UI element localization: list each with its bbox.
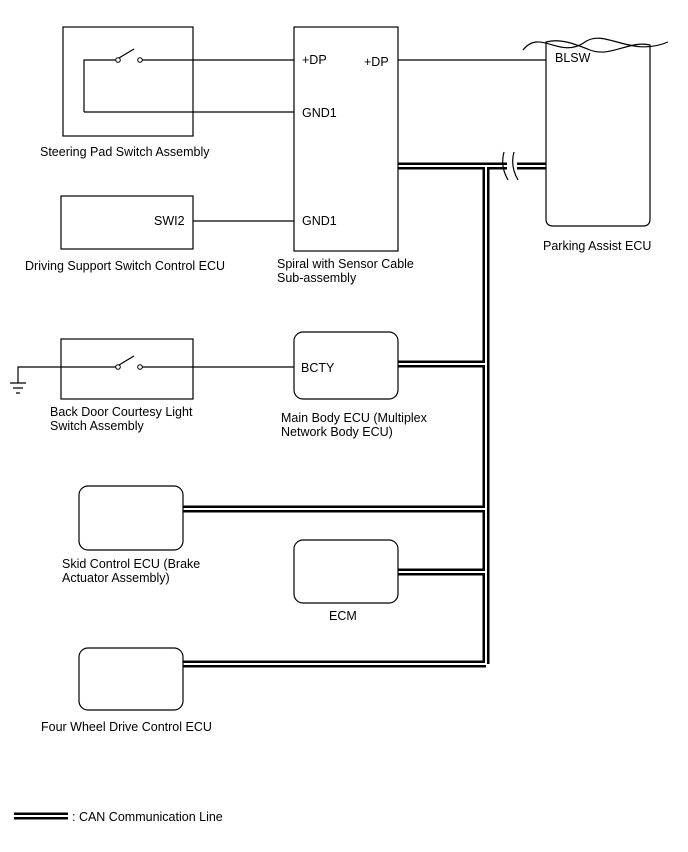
switch-blade: [118, 48, 135, 59]
steering-pad-internal-wire: [83, 59, 193, 112]
steering-pad-label: Steering Pad Switch Assembly: [40, 145, 210, 159]
main-body-ecu: BCTY Main Body ECU (Multiplex Network Bo…: [281, 331, 428, 439]
four-wheel-label: Four Wheel Drive Control ECU: [41, 720, 212, 734]
pin-swi2: SWI2: [154, 214, 185, 228]
can-break-mark: [502, 151, 519, 181]
switch-contact: [115, 57, 121, 63]
spiral-cable-sub-assembly: +DP +DP GND1 GND1 Spiral with Sensor Cab…: [277, 26, 414, 285]
can-trunk-line-inner: [183, 165, 548, 665]
ground-icon: [10, 366, 61, 394]
spiral-label-line1: Spiral with Sensor Cable: [277, 257, 414, 271]
pin-blsw: BLSW: [555, 51, 591, 65]
ecm-label: ECM: [329, 609, 357, 623]
pin-bcty: BCTY: [301, 361, 335, 375]
torn-edge: [522, 37, 669, 51]
steering-pad-switch-assembly: Steering Pad Switch Assembly: [40, 26, 210, 159]
parking-assist-label: Parking Assist ECU: [543, 239, 651, 253]
four-wheel-drive-control-ecu: Four Wheel Drive Control ECU: [41, 647, 212, 734]
skid-control-ecu: Skid Control ECU (Brake Actuator Assembl…: [62, 485, 200, 585]
switch-contact: [137, 57, 143, 63]
pin-dp-left: +DP: [302, 53, 327, 67]
back-door-label-line1: Back Door Courtesy Light: [50, 405, 193, 419]
legend: : CAN Communication Line: [14, 810, 223, 824]
skid-control-label-line2: Actuator Assembly): [62, 571, 170, 585]
ecm: ECM: [293, 539, 399, 623]
driving-support-label: Driving Support Switch Control ECU: [25, 259, 225, 273]
parking-assist-ecu: BLSW Parking Assist ECU: [522, 37, 669, 253]
back-door-courtesy-light-switch: Back Door Courtesy Light Switch Assembly: [50, 338, 194, 433]
pin-dp-right: +DP: [364, 55, 389, 69]
main-body-label-line1: Main Body ECU (Multiplex: [281, 411, 428, 425]
pin-gnd1-top: GND1: [302, 106, 337, 120]
back-door-label-line2: Switch Assembly: [50, 419, 145, 433]
can-bus: [183, 151, 548, 668]
switch-contact: [137, 364, 143, 370]
legend-label: : CAN Communication Line: [72, 810, 223, 824]
switch-contact: [115, 364, 121, 370]
skid-control-label-line1: Skid Control ECU (Brake: [62, 557, 200, 571]
spiral-label-line2: Sub-assembly: [277, 271, 357, 285]
switch-blade: [118, 355, 135, 366]
driving-support-switch-control-ecu: SWI2 Driving Support Switch Control ECU: [25, 195, 225, 273]
main-body-label-line2: Network Body ECU): [281, 425, 393, 439]
pin-gnd1-bottom: GND1: [302, 214, 337, 228]
